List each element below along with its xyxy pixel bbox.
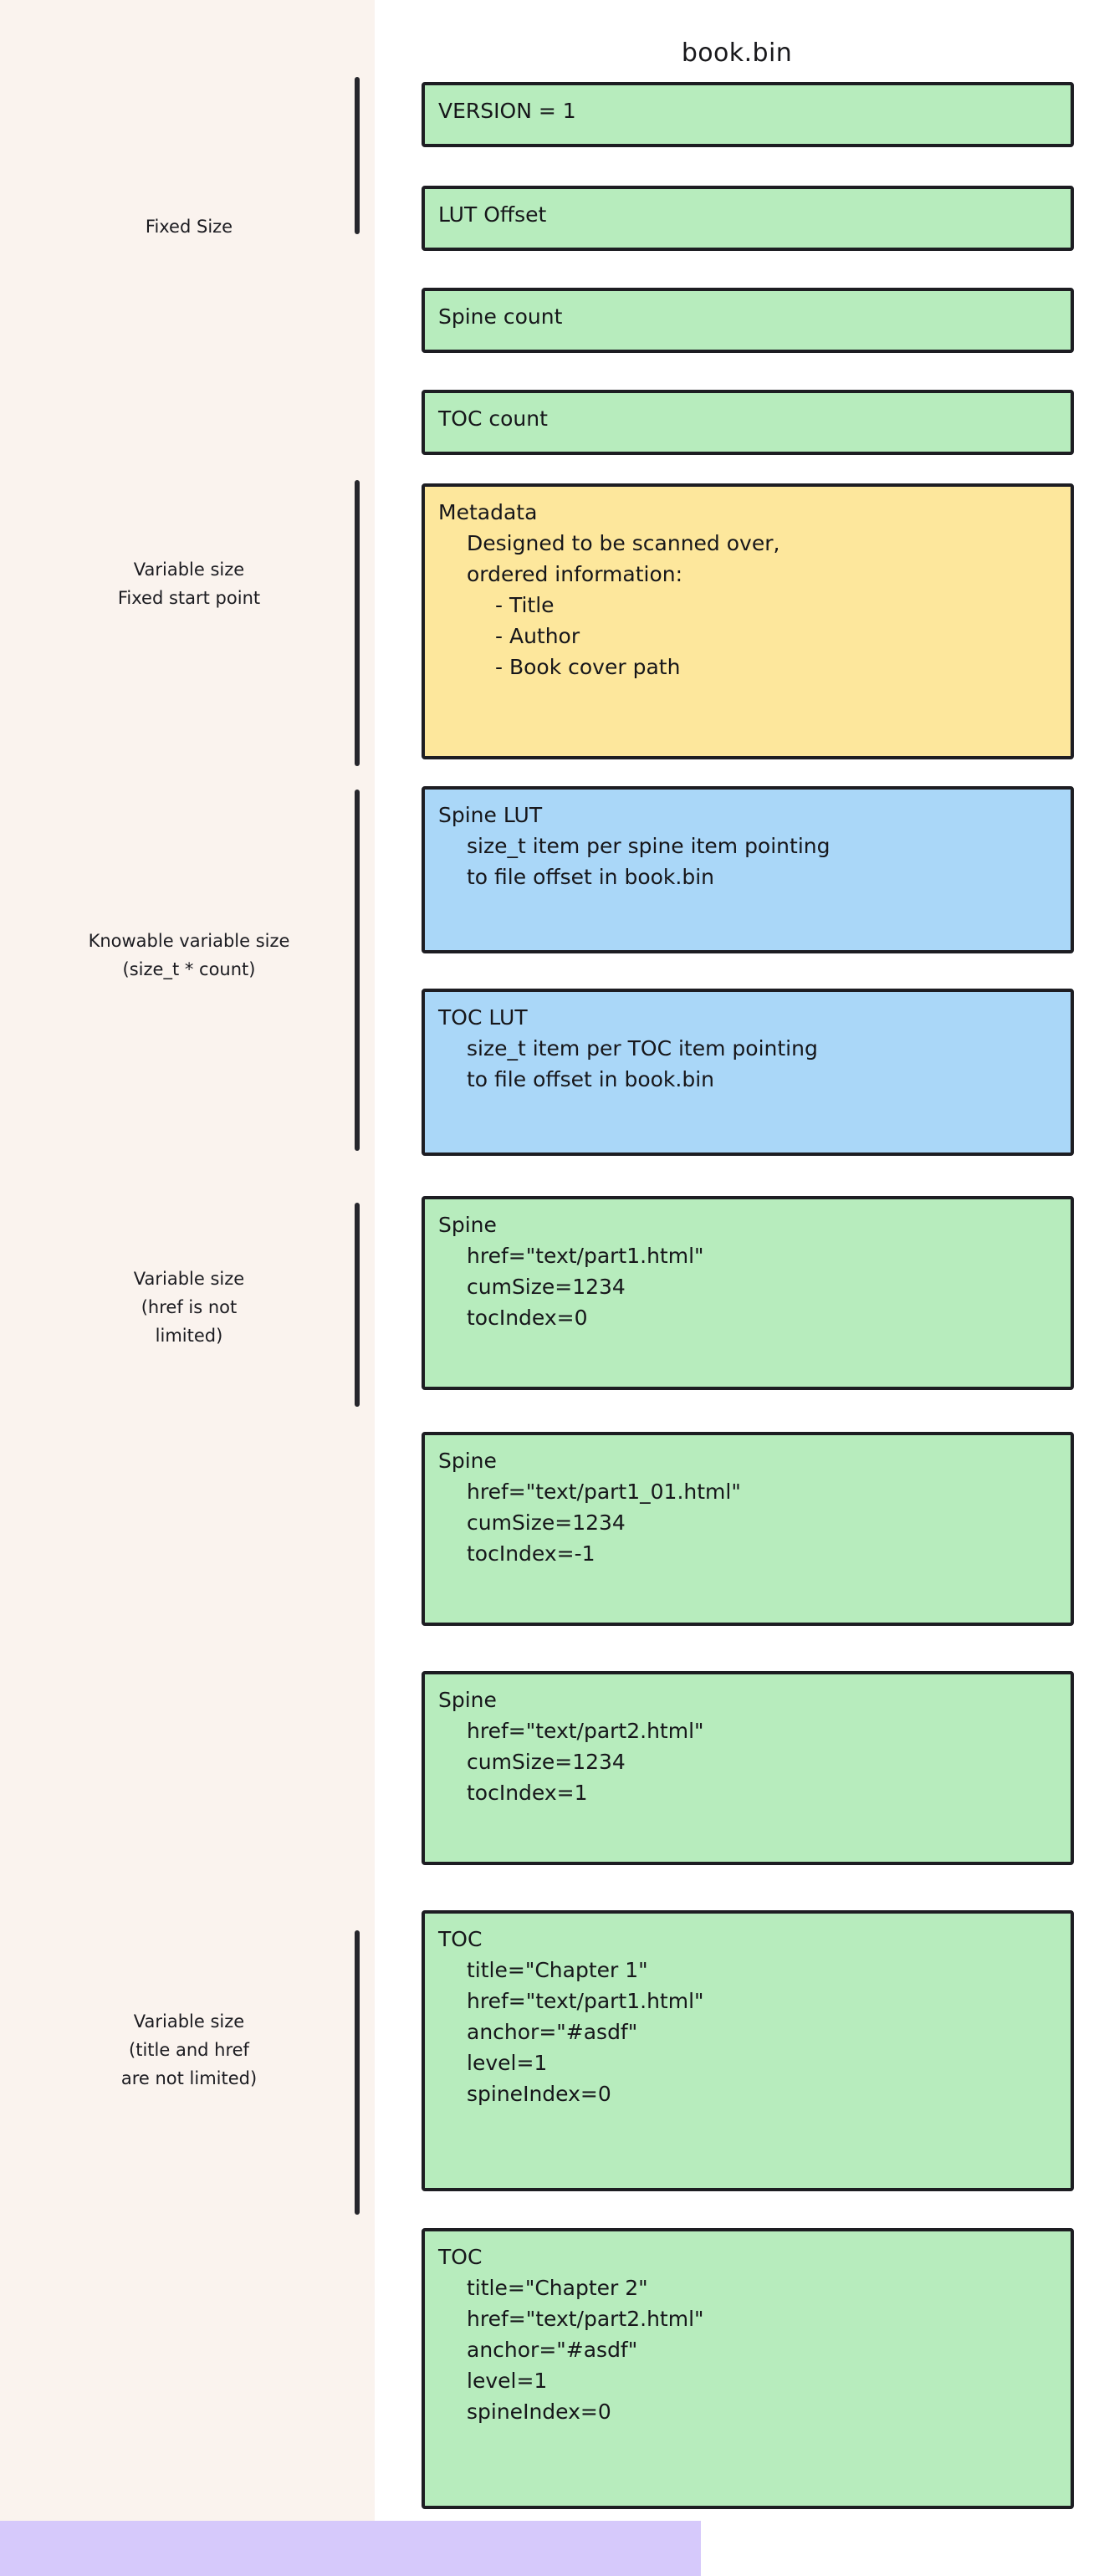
section-title: VERSION = 1 xyxy=(438,99,576,123)
section-line: title="Chapter 2" xyxy=(467,2276,648,2300)
bracket-variable-fixed-start xyxy=(355,480,360,766)
section-line: tocIndex=-1 xyxy=(467,1541,595,1566)
section-title: TOC count xyxy=(438,406,548,431)
section-title: Spine xyxy=(438,1449,497,1473)
section-box-spine-2[interactable]: Spine href="text/part1_01.html" cumSize=12… xyxy=(422,1432,1074,1626)
section-line: level=1 xyxy=(467,2051,548,2075)
section-line: tocIndex=1 xyxy=(467,1781,588,1805)
group-label-fixed-size: Fixed Size xyxy=(145,217,233,237)
section-title: LUT Offset xyxy=(438,202,547,227)
section-line: cumSize=1234 xyxy=(467,1510,626,1535)
section-line: href="text/part2.html" xyxy=(467,2307,704,2331)
section-line: tocIndex=0 xyxy=(467,1306,588,1330)
bracket-fixed-size xyxy=(355,77,360,234)
group-label-variable-title-href: Variable size (title and href are not li… xyxy=(120,2011,258,2088)
section-line: ordered information: xyxy=(467,562,683,586)
group-label-variable-href: Variable size (href is not limited) xyxy=(133,1269,245,1346)
section-title: Spine xyxy=(438,1213,497,1237)
annotations-panel xyxy=(0,0,375,2521)
page-title: book.bin xyxy=(681,38,793,68)
section-line: level=1 xyxy=(467,2369,548,2393)
section-line: size_t item per TOC item pointing xyxy=(467,1036,818,1061)
section-box-spine-3[interactable]: Spine href="text/part2.html" cumSize=1234 t… xyxy=(422,1671,1074,1865)
section-title: Metadata xyxy=(438,500,538,524)
group-label-variable-fixed-start: Variable size Fixed start point xyxy=(117,560,261,608)
group-label-knowable-variable: Knowable variable size (size_t * count) xyxy=(88,931,290,979)
section-box-toc-2[interactable]: TOC title="Chapter 2" href="text/part2.htm… xyxy=(422,2228,1074,2509)
section-line: cumSize=1234 xyxy=(467,1275,626,1299)
section-title: TOC LUT xyxy=(438,1005,528,1030)
section-box-toc-1[interactable]: TOC title="Chapter 1" href="text/part1.htm… xyxy=(422,1910,1074,2191)
section-line: cumSize=1234 xyxy=(467,1750,626,1774)
section-box-spine-count[interactable]: Spine count xyxy=(422,288,1074,353)
section-line: href="text/part1.html" xyxy=(467,1244,704,1268)
bracket-variable-title-href xyxy=(355,1930,360,2215)
section-line: - Book cover path xyxy=(495,655,681,679)
section-box-lut-offset[interactable]: LUT Offset xyxy=(422,186,1074,251)
section-line: href="text/part1.html" xyxy=(467,1989,704,2013)
section-line: - Author xyxy=(495,624,580,648)
section-line: title="Chapter 1" xyxy=(467,1958,648,1982)
section-title: Spine xyxy=(438,1688,497,1712)
section-line: anchor="#asdf" xyxy=(467,2338,638,2362)
section-box-spine-lut[interactable]: Spine LUT size_t item per spine item poin… xyxy=(422,786,1074,953)
section-line: Designed to be scanned over, xyxy=(467,531,780,555)
section-line: to file offset in book.bin xyxy=(467,1067,715,1091)
section-title: Spine count xyxy=(438,304,563,329)
bracket-knowable-variable xyxy=(355,790,360,1151)
section-line: href="text/part2.html" xyxy=(467,1719,704,1743)
section-title: TOC xyxy=(438,1927,483,1951)
section-title: TOC xyxy=(438,2245,483,2269)
section-box-toc-lut[interactable]: TOC LUT size_t item per TOC item pointing… xyxy=(422,989,1074,1156)
section-line: size_t item per spine item pointing xyxy=(467,834,831,858)
section-line: anchor="#asdf" xyxy=(467,2020,638,2044)
section-box-toc-count[interactable]: TOC count xyxy=(422,390,1074,455)
section-line: - Title xyxy=(495,593,555,617)
bracket-variable-href xyxy=(355,1203,360,1407)
section-line: to file offset in book.bin xyxy=(467,865,715,889)
book-bin-file-panel xyxy=(0,2521,701,2576)
section-box-version[interactable]: VERSION = 1 xyxy=(422,82,1074,147)
section-title: Spine LUT xyxy=(438,803,543,827)
section-box-spine-1[interactable]: Spine href="text/part1.html" cumSize=1234 t… xyxy=(422,1196,1074,1390)
section-line: href="text/part1_01.html" xyxy=(467,1480,741,1504)
section-line: spineIndex=0 xyxy=(467,2082,611,2106)
section-line: spineIndex=0 xyxy=(467,2400,611,2424)
